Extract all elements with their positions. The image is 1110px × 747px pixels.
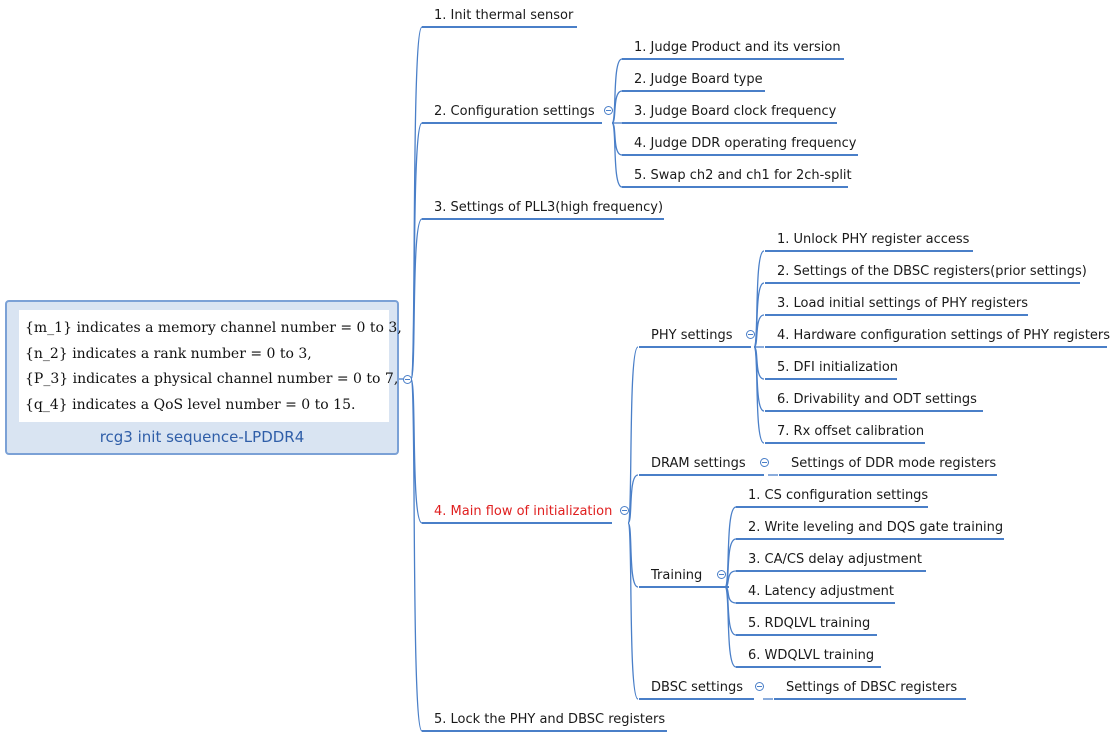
- topic-underline: [622, 154, 858, 156]
- training-collapse-icon[interactable]: [716, 569, 726, 579]
- training-child[interactable]: 6. WDQLVL training: [748, 648, 875, 663]
- configuration-child[interactable]: 3. Judge Board clock frequency: [634, 104, 837, 119]
- phy-child[interactable]: 6. Drivability and ODT settings: [777, 392, 977, 407]
- subtopic-training[interactable]: Training: [651, 568, 703, 583]
- topic-underline: [622, 90, 765, 92]
- dbsc-child[interactable]: Settings of DBSC registers: [786, 680, 958, 695]
- connector: [410, 218, 423, 380]
- topic-underline: [765, 346, 1107, 348]
- topic-underline: [736, 666, 881, 668]
- topic-underline: [765, 250, 973, 252]
- connector: [611, 90, 623, 124]
- topic-underline: [639, 474, 764, 476]
- topic-underline: [422, 26, 577, 28]
- training-child[interactable]: 3. CA/CS delay adjustment: [748, 552, 922, 567]
- topic-underline: [736, 538, 1004, 540]
- topic-underline: [639, 586, 729, 588]
- connector: [753, 314, 765, 348]
- training-child[interactable]: 4. Latency adjustment: [748, 584, 894, 599]
- root-topic[interactable]: {m_1} indicates a memory channel number …: [5, 300, 402, 455]
- phy-child[interactable]: 1. Unlock PHY register access: [777, 232, 970, 247]
- topic-underline: [765, 282, 1080, 284]
- root-title: rcg3 init sequence-LPDDR4: [99, 428, 305, 446]
- configuration-child[interactable]: 5. Swap ch2 and ch1 for 2ch-split: [634, 168, 852, 183]
- phy-child[interactable]: 3. Load initial settings of PHY register…: [777, 296, 1028, 311]
- topic-underline: [622, 186, 848, 188]
- phy-child[interactable]: 7. Rx offset calibration: [777, 424, 925, 439]
- topic-underline: [765, 378, 897, 380]
- subtopic-dram[interactable]: DRAM settings: [651, 456, 746, 471]
- topic-underline: [639, 346, 751, 348]
- topic-init-thermal[interactable]: 1. Init thermal sensor: [434, 8, 574, 23]
- configuration-child[interactable]: 4. Judge DDR operating frequency: [634, 136, 857, 151]
- topic-underline: [736, 634, 877, 636]
- configuration-collapse-icon[interactable]: [603, 105, 613, 115]
- phy-child[interactable]: 4. Hardware configuration settings of PH…: [777, 328, 1110, 343]
- topic-main-flow[interactable]: 4. Main flow of initialization: [434, 504, 613, 519]
- dram-collapse-icon[interactable]: [759, 457, 769, 467]
- topic-underline: [765, 410, 983, 412]
- training-child[interactable]: 2. Write leveling and DQS gate training: [748, 520, 1004, 535]
- training-child[interactable]: 1. CS configuration settings: [748, 488, 929, 503]
- configuration-child[interactable]: 2. Judge Board type: [634, 72, 763, 87]
- note-line: {P_3} indicates a physical channel numbe…: [25, 371, 399, 387]
- topic-underline: [765, 442, 925, 444]
- configuration-child[interactable]: 1. Judge Product and its version: [634, 40, 841, 55]
- topic-underline: [622, 58, 844, 60]
- phy-child[interactable]: 5. DFI initialization: [777, 360, 899, 375]
- connector: [611, 122, 623, 188]
- topic-underline: [774, 698, 966, 700]
- connector: [410, 378, 423, 732]
- topic-pll3[interactable]: 3. Settings of PLL3(high frequency): [434, 200, 664, 215]
- topic-underline: [422, 730, 667, 732]
- phy-collapse-icon[interactable]: [745, 329, 755, 339]
- root-collapse-icon[interactable]: [402, 374, 412, 384]
- main-flow-collapse-icon[interactable]: [619, 505, 629, 515]
- topic-underline: [422, 218, 664, 220]
- root-notes: {m_1} indicates a memory channel number …: [19, 310, 402, 422]
- topic-configuration[interactable]: 2. Configuration settings: [434, 104, 595, 119]
- note-line: {n_2} indicates a rank number = 0 to 3,: [25, 345, 312, 362]
- training-child[interactable]: 5. RDQLVL training: [748, 616, 871, 631]
- dbsc-collapse-icon[interactable]: [754, 681, 764, 691]
- phy-child[interactable]: 2. Settings of the DBSC registers(prior …: [777, 264, 1087, 279]
- topic-underline: [622, 122, 837, 124]
- topic-underline: [736, 570, 926, 572]
- topic-underline: [779, 474, 997, 476]
- connector: [627, 474, 639, 524]
- subtopic-dbsc[interactable]: DBSC settings: [651, 680, 744, 695]
- subtopic-phy[interactable]: PHY settings: [651, 328, 733, 343]
- connector: [627, 522, 639, 700]
- note-line: {m_1} indicates a memory channel number …: [25, 320, 402, 336]
- topic-underline: [736, 506, 928, 508]
- topic-underline: [422, 522, 612, 524]
- topic-underline: [736, 602, 895, 604]
- connector: [627, 346, 639, 524]
- dram-child[interactable]: Settings of DDR mode registers: [791, 456, 997, 471]
- topic-underline: [765, 314, 1028, 316]
- topic-underline: [639, 698, 754, 700]
- connector: [724, 586, 737, 668]
- connector: [753, 250, 765, 348]
- topic-underline: [422, 122, 602, 124]
- connector: [410, 26, 423, 380]
- connector: [753, 346, 765, 444]
- topic-lock[interactable]: 5. Lock the PHY and DBSC registers: [434, 712, 666, 727]
- note-line: {q_4} indicates a QoS level number = 0 t…: [25, 396, 356, 413]
